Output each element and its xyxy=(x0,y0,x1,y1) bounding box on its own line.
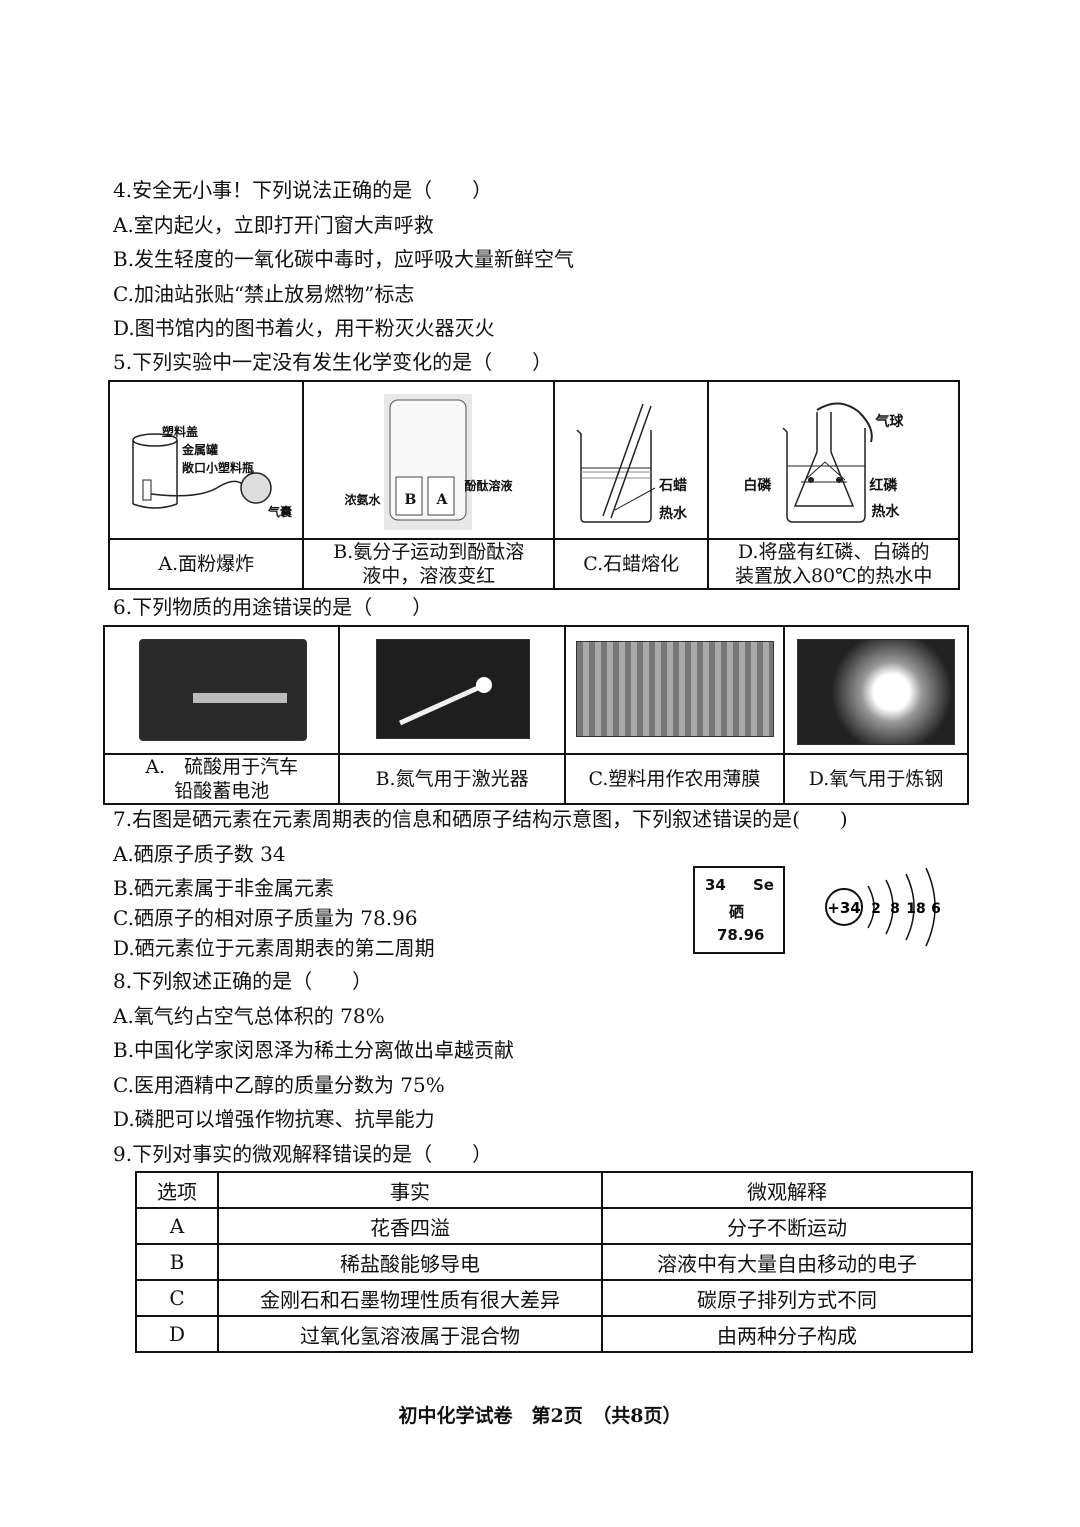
q6-figure-table: A. 硫酸用于汽车铅酸蓄电池 B.氮气用于激光器 C.塑料用作农用薄膜 D.氧气… xyxy=(102,625,969,805)
q6-photo-b xyxy=(338,625,566,755)
shell-4-electrons: 6 xyxy=(931,901,941,917)
row-c-option: C xyxy=(135,1279,219,1317)
battery-photo xyxy=(139,639,307,741)
label-plastic-lid: 塑料盖 xyxy=(162,425,199,439)
label-air-bag: 气囊 xyxy=(268,505,293,519)
q5-figure-table: 塑料盖 金属罐 敞口小塑料瓶 气囊 浓氨水 B A 酚酞溶液 xyxy=(107,380,960,590)
q5-caption-a: A.面粉爆炸 xyxy=(107,538,305,590)
nucleus-charge: +34 xyxy=(827,899,860,917)
row-a-option: A xyxy=(135,1207,219,1245)
q6-caption-d: D.氧气用于炼钢 xyxy=(783,753,969,805)
q5-fig-c: 石蜡 热水 xyxy=(553,380,710,540)
q4-stem: 4.安全无小事！下列说法正确的是（ ） xyxy=(113,178,493,202)
q4-option-a: A.室内起火，立即打开门窗大声呼救 xyxy=(113,213,434,237)
q5-caption-b: B.氨分子运动到酚酞溶液中，溶液变红 xyxy=(302,538,556,590)
header-fact: 事实 xyxy=(217,1171,603,1209)
label-conc-ammonia: 浓氨水 xyxy=(344,493,381,507)
row-d-fact: 过氧化氢溶液属于混合物 xyxy=(217,1315,603,1353)
q6-photo-d xyxy=(783,625,969,755)
q7-option-d: D.硒元素位于元素周期表的第二周期 xyxy=(113,936,435,960)
q6-stem: 6.下列物质的用途错误的是（ ） xyxy=(113,595,433,619)
q8-option-b: B.中国化学家闵恩泽为稀土分离做出卓越贡献 xyxy=(113,1038,515,1062)
table-row: B 稀盐酸能够导电 溶液中有大量自由移动的电子 xyxy=(135,1243,973,1281)
shell-2-electrons: 8 xyxy=(890,901,900,917)
flour-explosion-apparatus xyxy=(132,433,272,509)
label-wax: 石蜡 xyxy=(659,478,688,494)
row-b-fact: 稀盐酸能够导电 xyxy=(217,1243,603,1281)
q4-option-d: D.图书馆内的图书着火，用干粉灭火器灭火 xyxy=(113,316,495,340)
q5-stem: 5.下列实验中一定没有发生化学变化的是（ ） xyxy=(113,350,553,374)
q8-option-d: D.磷肥可以增强作物抗寒、抗旱能力 xyxy=(113,1107,435,1131)
row-c-fact: 金刚石和石墨物理性质有很大差异 xyxy=(217,1279,603,1317)
label-hot-water-c: 热水 xyxy=(659,506,688,522)
q5-caption-d: D.将盛有红磷、白磷的装置放入80℃的热水中 xyxy=(707,538,960,590)
page-footer: 初中化学试卷 第2页 （共8页） xyxy=(398,1405,682,1427)
q5-fig-d: 气球 白磷 红磷 热水 xyxy=(707,380,960,540)
label-balloon: 气球 xyxy=(875,414,904,430)
q6-caption-c: C.塑料用作农用薄膜 xyxy=(563,753,786,805)
atomic-number: 34 xyxy=(705,876,726,894)
row-a-explanation: 分子不断运动 xyxy=(601,1207,973,1245)
shell-3-electrons: 18 xyxy=(906,901,925,917)
atomic-mass: 78.96 xyxy=(717,926,765,944)
q7-option-b: B.硒元素属于非金属元素 xyxy=(113,876,335,900)
q8-option-c: C.医用酒精中乙醇的质量分数为 75% xyxy=(113,1073,445,1097)
q6-caption-b: B.氮气用于激光器 xyxy=(338,753,566,805)
table-row: C 金刚石和石墨物理性质有很大差异 碳原子排列方式不同 xyxy=(135,1279,973,1317)
q5-caption-c: C.石蜡熔化 xyxy=(553,538,710,590)
q7-stem: 7.右图是硒元素在元素周期表的信息和硒原子结构示意图，下列叙述错误的是( ) xyxy=(113,807,848,831)
q6-photo-a xyxy=(102,625,341,755)
element-symbol: Se xyxy=(753,876,774,894)
q4-option-b: B.发生轻度的一氧化碳中毒时，应呼吸大量新鲜空气 xyxy=(113,247,575,271)
steelmaking-photo xyxy=(797,639,956,745)
q4-option-c: C.加油站张贴“禁止放易燃物”标志 xyxy=(113,282,415,306)
element-name: 硒 xyxy=(729,903,745,921)
label-small-bottle: 敞口小塑料瓶 xyxy=(182,461,255,475)
header-option: 选项 xyxy=(135,1171,219,1209)
q6-photo-c xyxy=(563,625,786,755)
shell-1-electrons: 2 xyxy=(871,901,881,917)
table-row: D 过氧化氢溶液属于混合物 由两种分子构成 xyxy=(135,1315,973,1353)
row-c-explanation: 碳原子排列方式不同 xyxy=(601,1279,973,1317)
phosphorus-combustion-apparatus xyxy=(782,402,874,523)
ammonia-diffusion-apparatus xyxy=(384,394,473,530)
laser-beam-icon xyxy=(399,677,493,726)
atomic-structure-diagram: +34 2 8 18 6 xyxy=(825,867,941,947)
label-red-phosphorus: 红磷 xyxy=(869,478,898,494)
label-hot-water-d: 热水 xyxy=(871,504,900,520)
row-d-option: D xyxy=(135,1315,219,1353)
row-d-explanation: 由两种分子构成 xyxy=(601,1315,973,1353)
row-b-explanation: 溶液中有大量自由移动的电子 xyxy=(601,1243,973,1281)
q9-stem: 9.下列对事实的微观解释错误的是（ ） xyxy=(113,1142,493,1166)
label-phenolphthalein: 酚酞溶液 xyxy=(464,479,513,493)
q7-option-a: A.硒原子质子数 34 xyxy=(113,842,286,866)
table-row: A 花香四溢 分子不断运动 xyxy=(135,1207,973,1245)
header-explanation: 微观解释 xyxy=(601,1171,973,1209)
wax-melting-apparatus xyxy=(576,403,656,523)
q5-fig-a: 塑料盖 金属罐 敞口小塑料瓶 气囊 xyxy=(107,380,305,540)
farm-film-photo xyxy=(575,641,774,737)
label-metal-can: 金属罐 xyxy=(182,443,219,457)
label-white-phosphorus: 白磷 xyxy=(743,478,772,494)
q6-caption-a: A. 硫酸用于汽车铅酸蓄电池 xyxy=(102,753,341,805)
q5-fig-b: 浓氨水 B A 酚酞溶液 xyxy=(302,380,556,540)
row-b-option: B xyxy=(135,1243,219,1281)
q9-table: 选项 事实 微观解释 A 花香四溢 分子不断运动 B 稀盐酸能够导电 溶液中有大… xyxy=(135,1171,973,1353)
periodic-table-cell: 34 Se 硒 78.96 xyxy=(693,866,785,954)
label-beaker-a: A xyxy=(436,492,448,508)
row-a-fact: 花香四溢 xyxy=(217,1207,603,1245)
label-beaker-b: B xyxy=(404,492,417,508)
q8-option-a: A.氧气约占空气总体积的 78% xyxy=(113,1004,385,1028)
battery-label-strip xyxy=(193,693,287,703)
table-header-row: 选项 事实 微观解释 xyxy=(135,1171,973,1209)
q7-option-c: C.硒原子的相对原子质量为 78.96 xyxy=(113,906,418,930)
q8-stem: 8.下列叙述正确的是（ ） xyxy=(113,969,373,993)
